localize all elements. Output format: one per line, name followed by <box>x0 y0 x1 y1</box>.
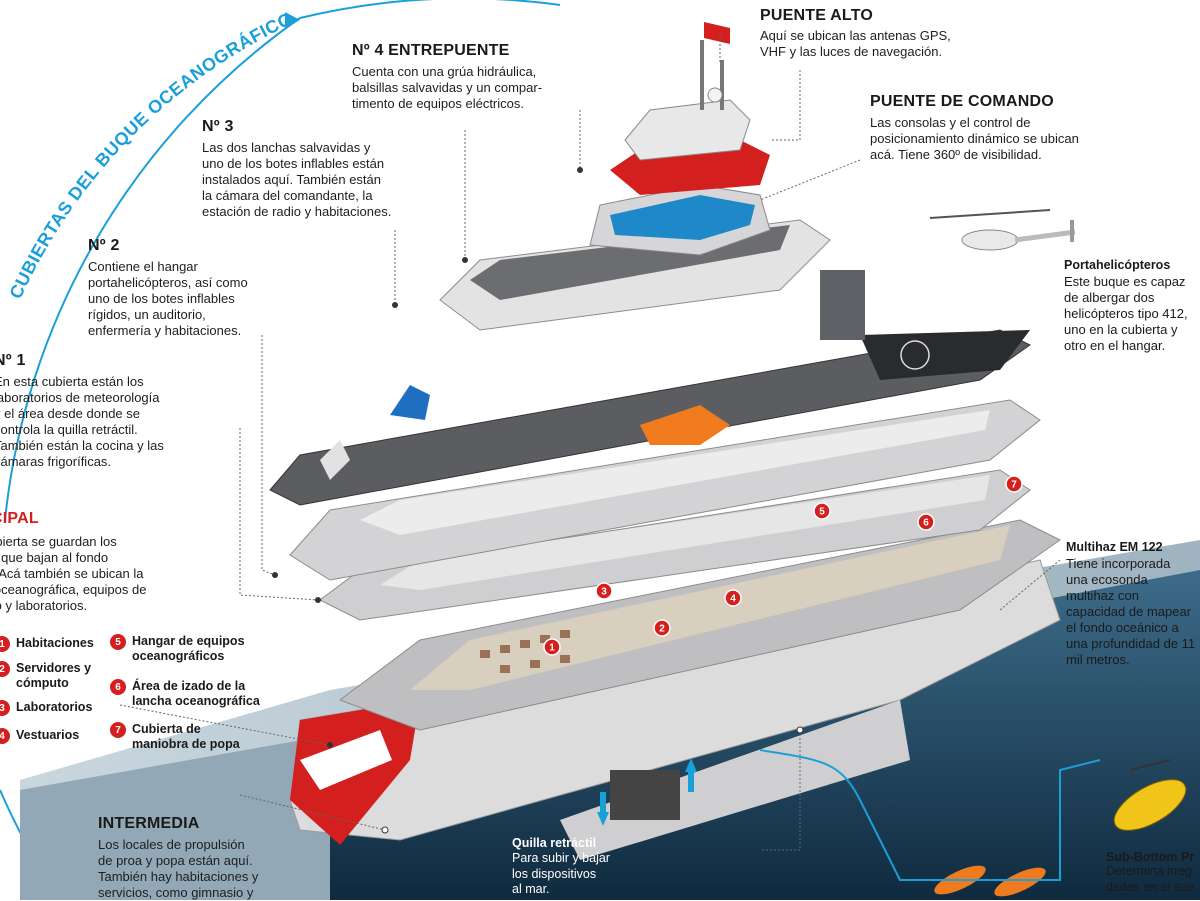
puente-comando-text: Las consolas y el control de posicionami… <box>870 115 1079 162</box>
puente-alto-title: PUENTE ALTO <box>760 7 874 24</box>
note-multihaz: Multihaz EM 122 Tiene incorporada una ec… <box>1066 540 1195 668</box>
n3-text: Las dos lanchas salvavidas y uno de los … <box>202 140 392 219</box>
legend-item: 7 Cubierta de maniobra de popa <box>110 722 240 752</box>
legend-label: Habitaciones <box>16 636 94 650</box>
legend-item: 4 Vestuarios <box>0 728 79 744</box>
label-n1: Nº 1 En esta cubierta están los laborato… <box>0 352 164 470</box>
note-subbottom: Sub-Bottom Pr Determina irreg dades en e… <box>1106 850 1200 895</box>
svg-text:1: 1 <box>549 643 555 654</box>
puente-comando-title: PUENTE DE COMANDO <box>870 93 1054 110</box>
lifeboat <box>640 405 730 445</box>
ship-marker-4: 4 <box>724 589 742 607</box>
entrepuente-title: Nº 4 ENTREPUENTE <box>352 42 510 59</box>
n2-title: Nº 2 <box>88 237 120 254</box>
label-entrepuente: Nº 4 ENTREPUENTE Cuenta con una grúa hid… <box>352 42 542 112</box>
helicopter-icon <box>929 209 1076 251</box>
svg-text:6: 6 <box>923 518 929 529</box>
note-portahelicopteros: Portahelicópteros Este buque es capaz de… <box>1064 258 1188 354</box>
ship-marker-6: 6 <box>917 513 935 531</box>
label-principal: PRINCIPAL Esta cubierta se guardan los e… <box>0 510 146 614</box>
multihaz-text: Tiene incorporada una ecosonda multihaz … <box>1066 556 1196 667</box>
arc-line <box>4 17 301 521</box>
quilla-text: Para subir y bajar los dispositivos al m… <box>512 851 610 896</box>
legend-label: Laboratorios <box>16 700 93 714</box>
deck-3 <box>269 329 1031 506</box>
n3-title: Nº 3 <box>202 118 234 135</box>
legend-item: 2 Servidores y cómputo <box>0 661 91 691</box>
entrepuente-text: Cuenta con una grúa hidráulica, balsilla… <box>352 64 543 111</box>
svg-text:7: 7 <box>1011 480 1017 491</box>
sub-bottom-profiler <box>1113 759 1187 831</box>
puente-alto-text: Aquí se ubican las antenas GPS, VHF y la… <box>760 28 951 59</box>
n2-text: Contiene el hangar portahelicópteros, as… <box>88 259 248 338</box>
principal-title: PRINCIPAL <box>0 510 39 527</box>
leader-dots <box>272 167 804 834</box>
svg-text:2: 2 <box>659 624 665 635</box>
note-quilla: Quilla retráctil Para subir y bajar los … <box>512 836 610 898</box>
legend-item: 3 Laboratorios <box>0 700 92 716</box>
portahelicopteros-title: Portahelicópteros <box>1064 258 1171 272</box>
cable-line <box>759 749 1101 881</box>
svg-text:5: 5 <box>819 507 825 518</box>
legend-item: 6 Área de izado de la lancha oceanográfic… <box>110 679 260 709</box>
legend-label: Área de izado de la lancha oceanográfica <box>132 679 260 708</box>
legend-label: Servidores y cómputo <box>16 661 92 690</box>
ship-marker-3: 3 <box>595 582 613 600</box>
ship-marker-2: 2 <box>653 619 671 637</box>
legend-number-badge: 1 <box>0 636 10 652</box>
portahelicopteros-text: Este buque es capaz de albergar dos heli… <box>1064 274 1188 353</box>
subbottom-text: Determina irreg dades en el sue <box>1106 864 1195 894</box>
legend-label: Hangar de equipos oceanográficos <box>132 634 245 663</box>
arc-arrow-icon <box>285 12 300 28</box>
label-n2: Nº 2 Contiene el hangar portahelicóptero… <box>88 237 248 339</box>
multihaz-title: Multihaz EM 122 <box>1066 540 1163 554</box>
subbottom-title: Sub-Bottom Pr <box>1106 850 1195 864</box>
legend-item: 1 Habitaciones <box>0 636 94 652</box>
label-puente-comando: PUENTE DE COMANDO Las consolas y el cont… <box>870 93 1079 163</box>
legend-number-badge: 3 <box>0 700 10 716</box>
legend-label: Cubierta de maniobra de popa <box>132 722 240 751</box>
label-intermedia: INTERMEDIA Los locales de propulsión de … <box>98 815 258 901</box>
svg-text:4: 4 <box>730 594 736 605</box>
n1-text: En esta cubierta están los laboratorios … <box>0 374 164 469</box>
legend-number-badge: 6 <box>110 679 126 695</box>
n1-title: Nº 1 <box>0 352 26 369</box>
intermedia-title: INTERMEDIA <box>98 815 200 832</box>
principal-text: Esta cubierta se guardan los equipos que… <box>0 534 147 613</box>
legend-item: 5 Hangar de equipos oceanográficos <box>110 634 245 664</box>
legend-number-badge: 2 <box>0 661 10 677</box>
label-n3: Nº 3 Las dos lanchas salvavidas y uno de… <box>202 118 391 220</box>
ship-marker-5: 5 <box>813 502 831 520</box>
intermedia-text: Los locales de propulsión de proa y popa… <box>98 837 259 900</box>
ship-marker-7: 7 <box>1005 475 1023 493</box>
ship-markers: 1 2 3 4 5 6 7 <box>543 475 1023 656</box>
svg-text:3: 3 <box>601 587 607 598</box>
legend-number-badge: 4 <box>0 728 10 744</box>
ship-marker-1: 1 <box>543 638 561 656</box>
quilla-title: Quilla retráctil <box>512 836 597 850</box>
legend-number-badge: 7 <box>110 722 126 738</box>
leader-lines <box>119 30 1061 851</box>
legend-label: Vestuarios <box>16 728 80 742</box>
label-puente-alto: PUENTE ALTO Aquí se ubican las antenas G… <box>760 7 951 60</box>
legend-number-badge: 5 <box>110 634 126 650</box>
